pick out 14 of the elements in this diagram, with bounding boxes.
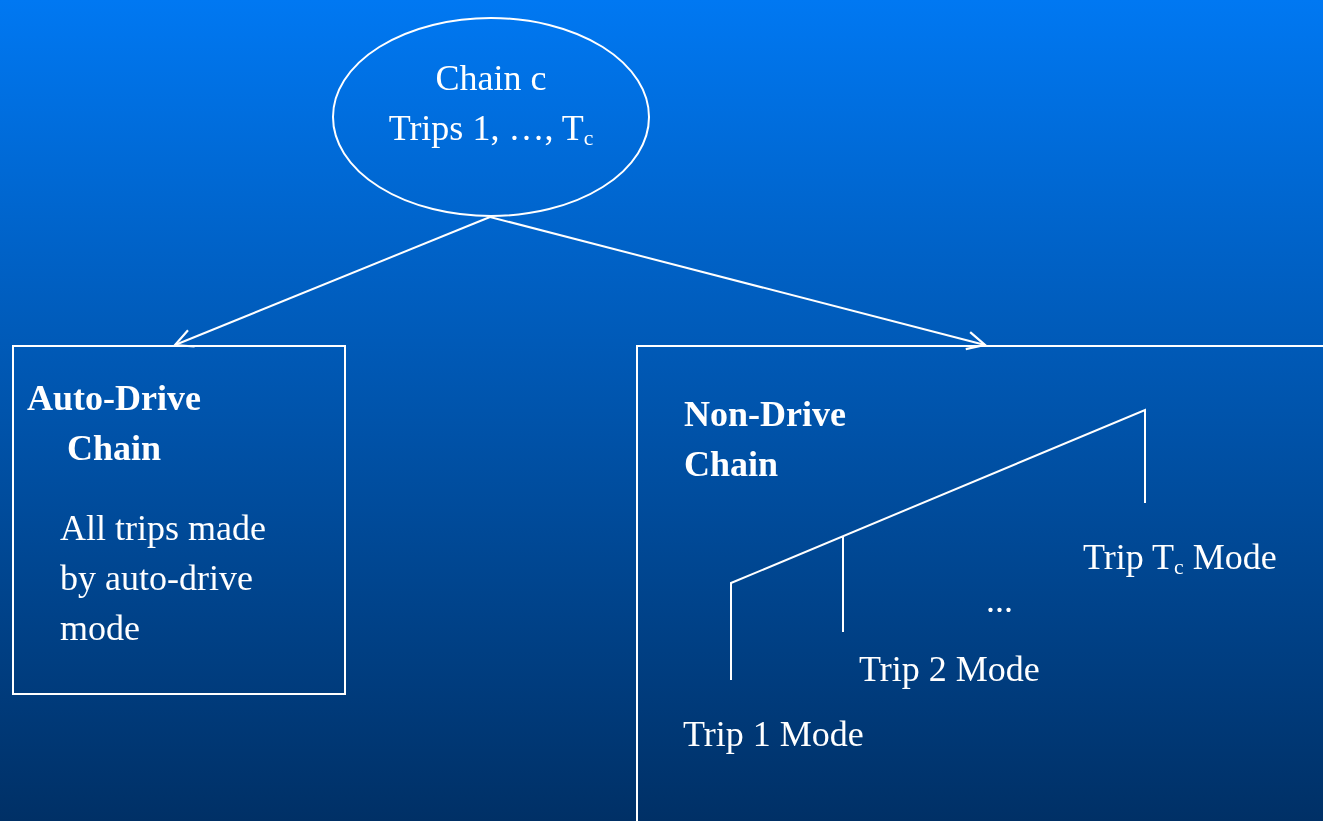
node-title: Auto-Drive Chain — [26, 377, 202, 470]
mode-label: Trip T$_{c}$ Mode — [1083, 536, 1277, 582]
arrow — [173, 216, 491, 348]
container-box — [12, 345, 346, 695]
mode-label: Trip 1 Mode — [683, 713, 864, 756]
mode-label: Trip 2 Mode — [859, 648, 1040, 691]
node-text: Trips 1, …, T$_{c}$ — [387, 107, 595, 153]
ellipsis-text: ... — [986, 579, 1013, 622]
node-text: Chain c — [434, 57, 548, 100]
ellipse-node — [332, 17, 650, 217]
node-text: All trips made by auto-drive mode — [60, 507, 267, 650]
arrow — [489, 216, 987, 351]
node-title: Non-Drive Chain — [684, 393, 847, 486]
container-box — [636, 345, 1323, 821]
